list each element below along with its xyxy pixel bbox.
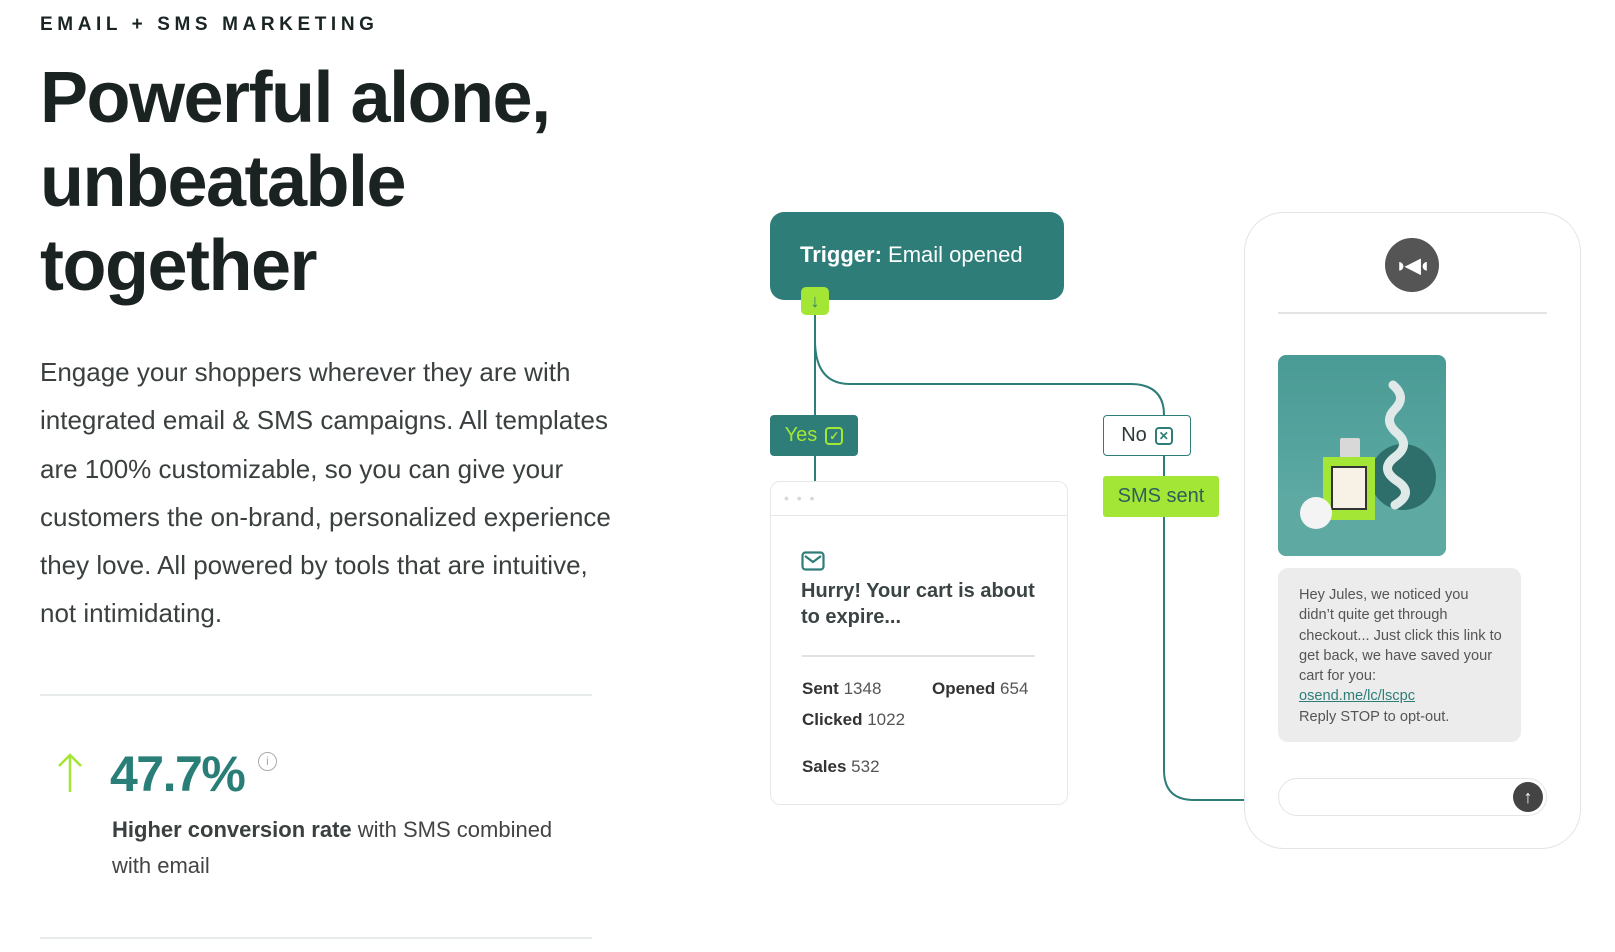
stat-description: Higher conversion rate with SMS combined… (112, 812, 582, 884)
product-image (1278, 355, 1446, 556)
stat-value: 47.7% (110, 746, 246, 802)
no-branch: No ✕ (1103, 415, 1191, 456)
sms-message: Hey Jules, we noticed you didn’t quite g… (1278, 568, 1521, 742)
label: Opened (932, 679, 996, 698)
trigger-label: Trigger: (800, 242, 882, 267)
send-button[interactable]: ↑ (1513, 782, 1543, 812)
no-label: No (1121, 424, 1147, 446)
page-title: Powerful alone, unbeatable together (40, 56, 551, 308)
divider (40, 694, 592, 696)
value: 1348 (843, 679, 882, 698)
trigger-value: Email opened (888, 242, 1023, 267)
stat-desc-rest: with SMS combined with email (112, 817, 553, 878)
stat-sales: Sales 532 (802, 757, 880, 777)
info-icon[interactable]: i (258, 752, 277, 771)
email-subject: Hurry! Your cart is about to expire... (801, 580, 1035, 628)
divider (1278, 312, 1547, 314)
label: Sent (802, 679, 839, 698)
arrow-up-icon (58, 753, 82, 792)
envelope-icon (801, 551, 825, 571)
headline-line: together (40, 226, 317, 306)
stat-sent: Sent 1348 (802, 679, 881, 699)
brand-logo: ◗◀◖ (1385, 238, 1439, 292)
card-dots: • • • (771, 482, 1067, 516)
value: 532 (851, 757, 880, 776)
headline-line: Powerful alone, (40, 58, 551, 138)
label: Clicked (802, 710, 863, 729)
x-icon: ✕ (1154, 426, 1173, 445)
label: Sales (802, 757, 847, 776)
optout-text: Reply STOP to opt-out. (1299, 708, 1450, 725)
stat-opened: Opened 654 (932, 679, 1028, 699)
divider (802, 655, 1035, 657)
cart-link[interactable]: osend.me/lc/lscpc (1299, 688, 1415, 705)
yes-branch: Yes ✓ (770, 415, 858, 456)
intro-paragraph: Engage your shoppers wherever they are w… (40, 357, 611, 629)
message-input[interactable] (1278, 778, 1547, 816)
value: 1022 (867, 710, 906, 729)
check-icon: ✓ (825, 426, 844, 445)
sms-sent-node: SMS sent (1103, 476, 1219, 517)
eyebrow: EMAIL + SMS MARKETING (40, 14, 379, 35)
yes-label: Yes (784, 424, 818, 446)
value: 654 (1000, 679, 1029, 698)
headline-line: unbeatable (40, 142, 407, 222)
trigger-node: Trigger: Email opened (770, 212, 1064, 300)
arrow-up-icon: ↑ (1523, 786, 1533, 807)
arrow-down-icon: ↓ (801, 287, 829, 315)
stat-desc-bold: Higher conversion rate (112, 817, 352, 842)
perfume-illustration (1278, 380, 1446, 556)
divider (40, 937, 592, 939)
stat-clicked: Clicked 1022 (802, 710, 905, 730)
email-card: • • • Hurry! Your cart is about to expir… (770, 481, 1068, 805)
message-text: Hey Jules, we noticed you didn’t quite g… (1299, 587, 1502, 685)
